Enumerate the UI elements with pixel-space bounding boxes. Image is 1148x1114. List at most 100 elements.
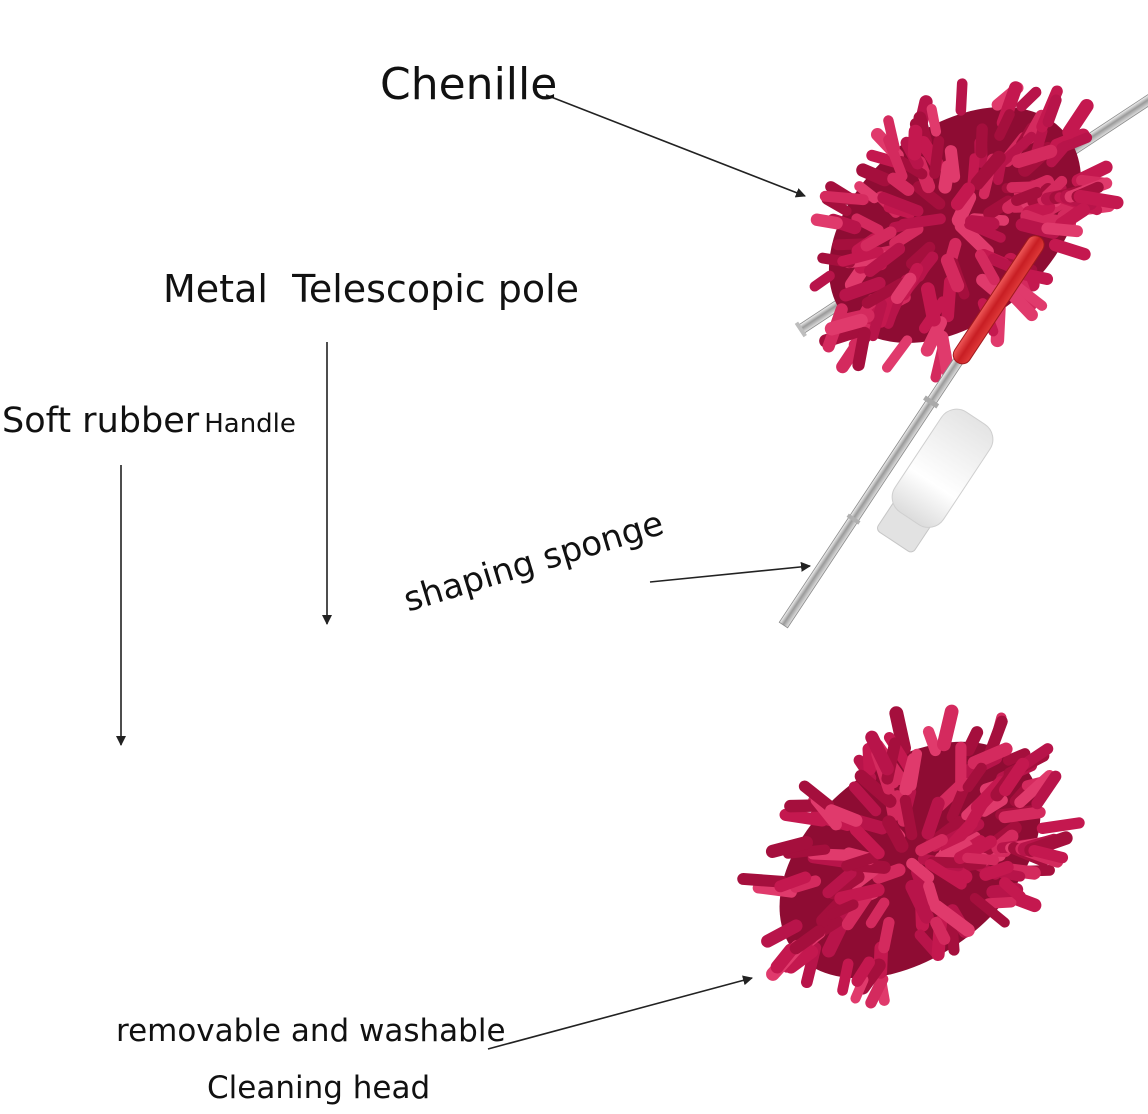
chenille-strand <box>865 973 889 1009</box>
chenille-strand <box>881 335 913 373</box>
chenille-strand <box>851 213 884 236</box>
chenille-strand <box>877 191 924 217</box>
chenille-strand <box>946 783 970 823</box>
handle-label-small: Handle <box>204 409 296 439</box>
telescopic-pole-label: Metal Telescopic pole <box>163 267 580 311</box>
chenille-strand <box>941 275 957 323</box>
chenille-strand <box>967 742 1013 770</box>
chenille-strand <box>872 863 906 884</box>
chenille-strand <box>851 956 875 987</box>
chenille-strand <box>1048 238 1091 261</box>
chenille-strand <box>999 877 1026 903</box>
chenille-strand <box>867 298 887 342</box>
chenille-strand <box>1036 817 1085 835</box>
chenille-strand <box>975 123 988 159</box>
chenille-strand <box>1046 140 1071 168</box>
chenille-label: Chenille <box>380 59 558 110</box>
chenille-strand <box>1062 98 1094 140</box>
chenille-strand <box>978 794 1008 817</box>
chenille-strand <box>935 330 955 378</box>
arrow-icon <box>116 94 811 1050</box>
chenille-strand <box>962 852 1000 866</box>
arrow-chenille <box>545 94 806 198</box>
chenille-strand <box>1016 86 1042 112</box>
chenille-strand <box>930 916 951 945</box>
chenille-strand <box>889 706 911 756</box>
chenille-strand <box>922 726 942 757</box>
chenille-strand <box>821 916 850 958</box>
handle-label-main: Soft rubber <box>2 401 200 441</box>
chenille-strand <box>1011 281 1048 311</box>
chenille-strand <box>854 181 880 204</box>
chenille-strand <box>897 213 946 230</box>
chenille-strand <box>1042 94 1062 128</box>
chenille-strand <box>1006 181 1042 193</box>
chenille-strand <box>863 242 906 278</box>
chenille-strand <box>926 103 942 137</box>
chenille-strand <box>770 943 798 974</box>
chenille-strand <box>994 109 1015 141</box>
chenille-strand <box>965 215 1000 231</box>
chenille-strand <box>810 213 843 230</box>
chenille-strand <box>998 806 1046 824</box>
chenille-strand <box>955 78 968 116</box>
chenille-strand <box>737 873 789 888</box>
chenille-strand <box>752 882 797 898</box>
chenille-strand <box>907 124 923 161</box>
chenille-strand <box>940 253 965 293</box>
chenille-strand <box>860 226 897 252</box>
chenille-strand <box>899 752 921 796</box>
arrow-cleaning-head <box>487 975 753 1050</box>
chenille-strand <box>905 879 934 924</box>
duster-with-sponge-icon <box>778 235 1045 629</box>
chenille-strand <box>962 726 984 757</box>
chenille-strand <box>924 858 967 890</box>
chenille-strand <box>891 790 910 827</box>
chenille-strand <box>839 276 886 302</box>
chenille-strand <box>906 857 935 884</box>
chenille-strand <box>890 272 917 305</box>
chenille-strand <box>921 796 945 840</box>
chenille-strand <box>1055 203 1090 231</box>
chenille-strand <box>1002 748 1031 766</box>
chenille-strand <box>974 249 1000 286</box>
chenille-strand <box>856 163 892 187</box>
chenille-strand <box>849 823 885 860</box>
sponge-icon <box>877 408 994 553</box>
chenille-strand <box>946 919 960 956</box>
chenille-head-1 <box>809 78 1124 383</box>
chenille-strand <box>825 804 863 827</box>
chenille-strand <box>779 808 829 827</box>
chenille-strand <box>862 742 877 776</box>
chenille-strand <box>999 757 1030 797</box>
chenille-strand <box>962 791 993 835</box>
chenille-strand <box>809 270 835 292</box>
chenille-strand <box>824 313 868 336</box>
chenille-strand <box>929 135 945 179</box>
chenille-strand <box>789 925 826 955</box>
chenille-strand <box>837 246 884 267</box>
chenille-strand <box>887 172 915 196</box>
chenille-strand <box>983 897 1017 909</box>
chenille-strand <box>1041 222 1083 238</box>
chenille-strand <box>920 316 947 357</box>
chenille-strand <box>1014 769 1056 809</box>
handle-label: Soft rubber Handle <box>2 404 296 439</box>
chenille-strand <box>936 704 959 752</box>
chenille-strand <box>1022 200 1056 220</box>
chenille-strand <box>1011 186 1043 206</box>
chenille-strand <box>912 181 946 210</box>
chenille-strand <box>889 223 924 250</box>
chenille-strand <box>1031 770 1062 810</box>
chenille-strand <box>865 897 890 929</box>
chenille-strand <box>865 730 894 776</box>
chenille-strand <box>798 780 835 812</box>
chenille-strand <box>784 945 819 974</box>
chenille-strand <box>979 860 1014 881</box>
chenille-strand <box>841 851 880 872</box>
chenille-strand <box>906 241 936 270</box>
chenille-strand <box>915 834 948 857</box>
chenille-strand <box>852 326 871 372</box>
chenille-strand <box>950 182 976 211</box>
